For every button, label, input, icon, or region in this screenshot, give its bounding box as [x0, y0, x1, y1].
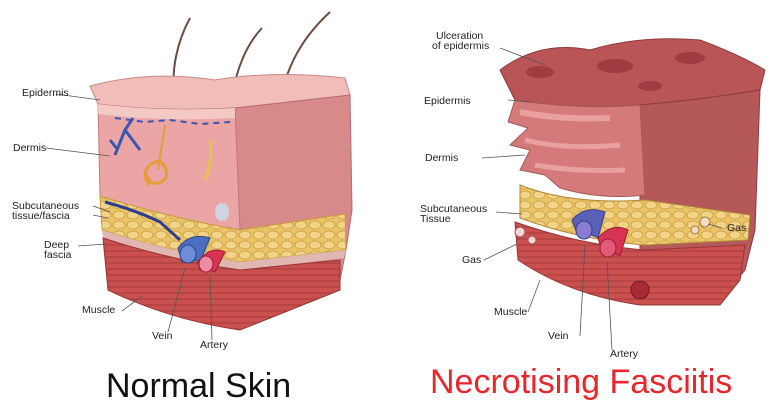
label-gas-left: Gas [462, 255, 481, 266]
label-dermis: Dermis [13, 143, 46, 154]
label-gas-right: Gas [727, 223, 746, 234]
necrotising-fasciitis-illustration [500, 39, 765, 305]
label-muscle: Muscle [494, 307, 527, 318]
title-normal-skin: Normal Skin [106, 368, 291, 404]
label-ulceration-line2: of epidermis [432, 41, 489, 52]
label-subcutaneous-line2: tissue/fascia [12, 211, 70, 222]
normal-skin-illustration [90, 12, 352, 330]
label-dermis: Dermis [425, 153, 458, 164]
label-subcutaneous-line2: Tissue [420, 214, 451, 225]
title-necrotising-fasciitis: Necrotising Fasciitis [430, 364, 732, 400]
label-epidermis: Epidermis [22, 88, 69, 99]
label-muscle: Muscle [82, 305, 115, 316]
label-epidermis: Epidermis [424, 96, 471, 107]
label-artery: Artery [610, 349, 638, 360]
label-vein: Vein [548, 331, 568, 342]
label-vein: Vein [152, 331, 172, 342]
label-artery: Artery [200, 340, 228, 351]
label-deep-fascia-line2: fascia [44, 250, 71, 261]
